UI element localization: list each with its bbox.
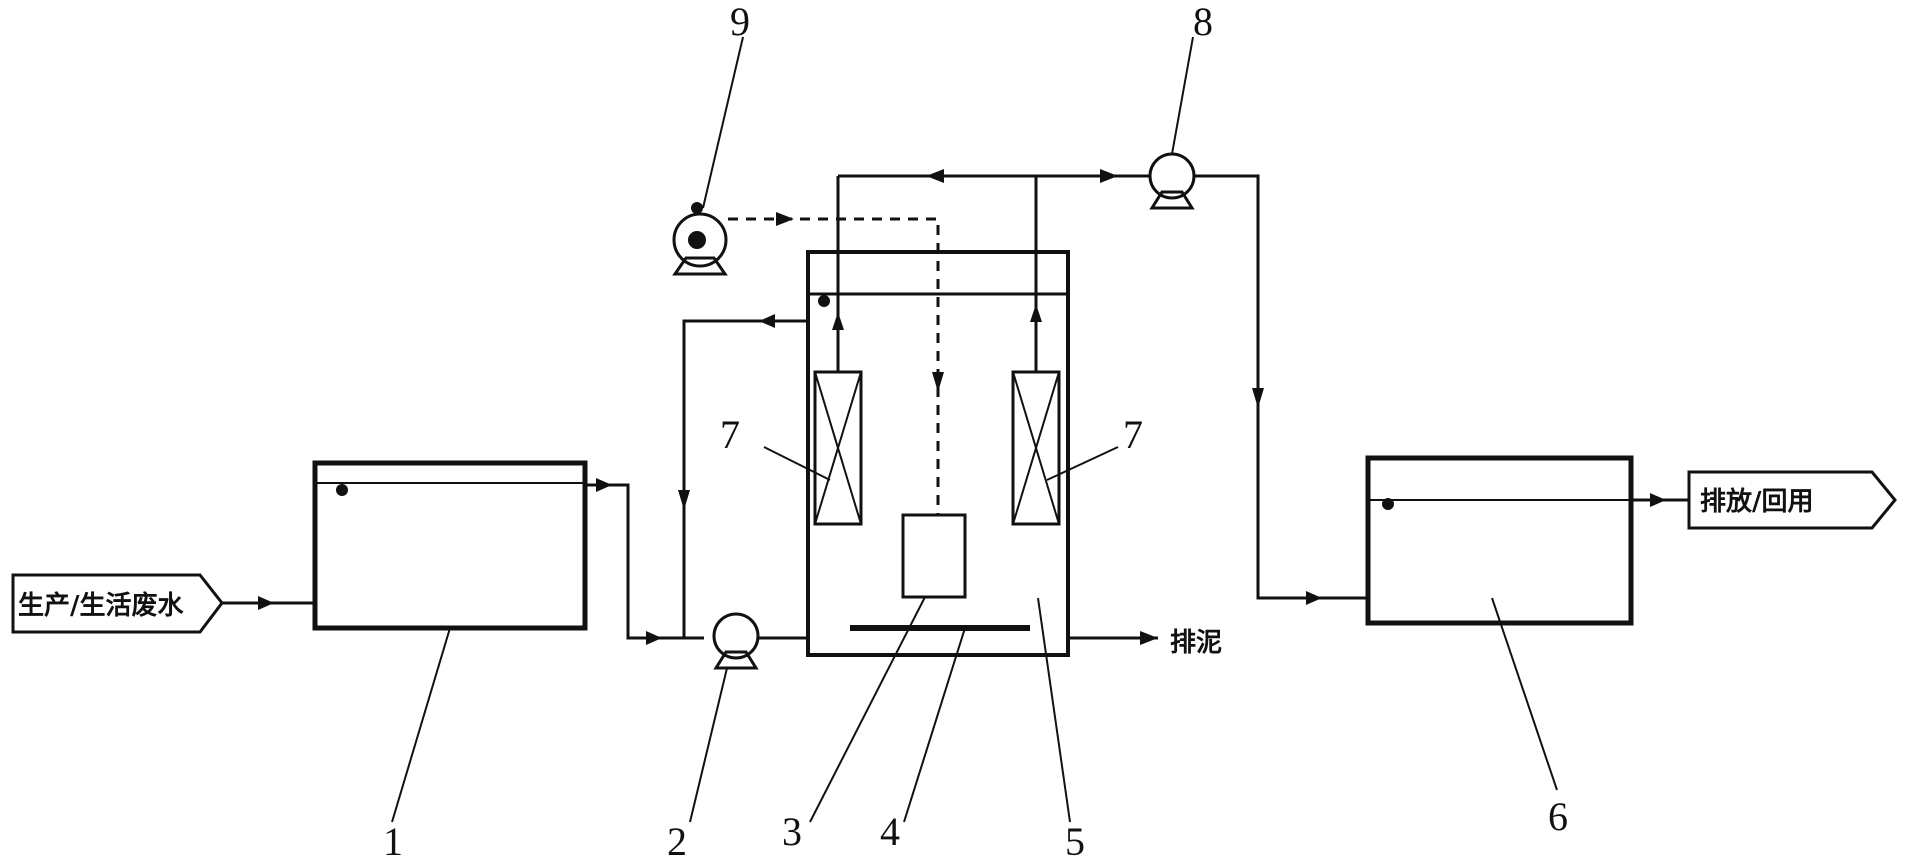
recycle-pipe <box>682 319 808 638</box>
label-4: 4 <box>880 809 900 854</box>
blower-9 <box>672 202 728 276</box>
output-tag: 排放/回用 <box>1687 470 1897 530</box>
feed-pipe <box>585 483 704 640</box>
label-7-right: 7 <box>1123 412 1143 457</box>
output-label: 排放/回用 <box>1700 486 1814 517</box>
leader-lines <box>391 36 1558 823</box>
label-1: 1 <box>383 819 403 863</box>
membrane-module-right <box>1011 370 1061 526</box>
tank-6 <box>1365 455 1634 626</box>
input-tag: 生产/生活废水 <box>11 573 224 634</box>
device-3 <box>901 513 967 599</box>
sludge-label: 排泥 <box>1170 628 1222 658</box>
membrane-module-left <box>813 370 863 526</box>
input-label: 生产/生活废水 <box>18 590 184 621</box>
label-7-left: 7 <box>720 412 740 457</box>
label-2: 2 <box>667 819 687 863</box>
pump-8 <box>1148 152 1196 210</box>
label-6: 6 <box>1548 794 1568 839</box>
pump-2 <box>712 612 760 670</box>
label-3: 3 <box>782 809 802 854</box>
reactor-5 <box>806 250 1070 657</box>
label-8: 8 <box>1193 0 1213 44</box>
outflow-pipe <box>1194 174 1368 600</box>
label-5: 5 <box>1065 819 1085 863</box>
tank-1 <box>312 460 588 631</box>
label-9: 9 <box>730 0 750 44</box>
